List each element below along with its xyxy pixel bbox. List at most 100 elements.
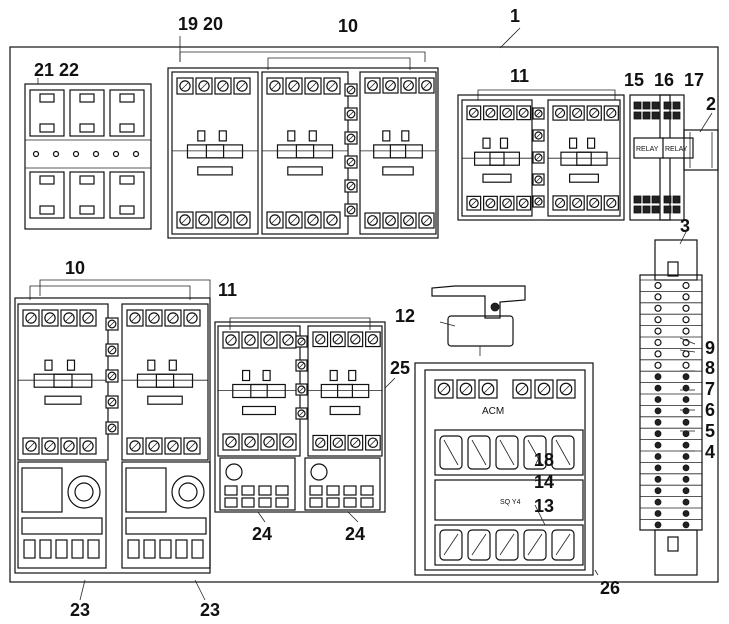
screw-terminal (418, 77, 435, 94)
screw-terminal (295, 407, 308, 420)
relay-label-1: RELAY (636, 146, 659, 153)
callout-16: 16 (654, 70, 674, 90)
callout-18: 18 (534, 450, 554, 470)
screw-terminal (214, 211, 232, 229)
small-relay (29, 89, 65, 137)
screw-terminal (556, 379, 576, 399)
small-relay (69, 89, 105, 137)
screw-terminal (222, 433, 240, 451)
screw-terminal (483, 105, 498, 121)
contactor (17, 303, 109, 461)
overload-relay (121, 461, 211, 569)
screw-terminal (323, 77, 341, 95)
callout-3: 3 (680, 216, 690, 236)
screw-terminal (176, 211, 194, 229)
screw-terminal (60, 309, 78, 327)
screw-terminal (344, 131, 358, 145)
screw-terminal (382, 212, 399, 229)
screw-terminal (41, 309, 59, 327)
contactor-group-11-bottom (214, 317, 386, 513)
plate-label: SQ Y4 (500, 499, 521, 506)
overload-relay (17, 461, 107, 569)
screw-terminal (164, 309, 182, 327)
callout-13: 13 (534, 496, 554, 516)
contactor (261, 71, 349, 235)
acm-label: ACM (482, 406, 504, 417)
screw-terminal (364, 212, 381, 229)
callout-23-left: 23 (70, 600, 90, 620)
screw-terminal (532, 107, 545, 120)
callout-6: 6 (705, 400, 715, 420)
callout-11-top: 11 (510, 66, 529, 86)
screw-terminal (266, 211, 284, 229)
screw-terminal (344, 155, 358, 169)
small-relay (69, 171, 105, 219)
screw-terminal (512, 379, 532, 399)
screw-terminal (304, 77, 322, 95)
timer-relay (219, 457, 296, 511)
screw-terminal (382, 77, 399, 94)
callout-17: 17 (684, 70, 704, 90)
callout-26: 26 (600, 578, 620, 598)
screw-terminal (466, 105, 482, 121)
small-relay (29, 171, 65, 219)
callout-11-bottom: 11 (218, 280, 237, 300)
screw-terminal (279, 433, 297, 451)
callout-7: 7 (705, 379, 715, 399)
screw-terminal (195, 77, 213, 95)
callout-24-left: 24 (252, 524, 272, 544)
contactor (307, 325, 383, 457)
screw-terminal (233, 77, 251, 95)
screw-terminal (603, 105, 619, 121)
screw-terminal (79, 437, 97, 455)
screw-terminal (312, 434, 329, 451)
screw-terminal (516, 195, 532, 211)
screw-terminal (183, 437, 201, 455)
callout-21-22: 21 22 (34, 60, 79, 80)
screw-terminal (266, 77, 284, 95)
relay-15-16: RELAY RELAY (629, 94, 694, 221)
screw-terminal (478, 379, 498, 399)
screw-terminal (586, 195, 602, 211)
callout-19-20: 19 20 (178, 14, 223, 34)
terminal-strip (639, 239, 703, 576)
screw-terminal (105, 421, 119, 435)
callout-14: 14 (534, 472, 554, 492)
contactor (547, 99, 621, 217)
contactor-group-10-bottom (14, 279, 211, 574)
screw-terminal (499, 105, 515, 121)
screw-terminal (241, 433, 259, 451)
screw-terminal (233, 211, 251, 229)
screw-terminal (552, 195, 568, 211)
screw-terminal (534, 379, 554, 399)
screw-terminal (145, 437, 163, 455)
screw-terminal (329, 331, 346, 348)
callout-9: 9 (705, 338, 715, 358)
screw-terminal (400, 77, 417, 94)
callout-24-right: 24 (345, 524, 365, 544)
callout-10-bottom: 10 (65, 258, 85, 278)
screw-terminal (285, 77, 303, 95)
screw-terminal (145, 309, 163, 327)
contactor (121, 303, 209, 461)
screw-terminal (329, 434, 346, 451)
screw-terminal (183, 309, 201, 327)
screw-terminal (164, 437, 182, 455)
screw-terminal (126, 437, 144, 455)
timer-relay (304, 457, 381, 511)
screw-terminal (285, 211, 303, 229)
screw-terminal (569, 195, 585, 211)
screw-terminal (364, 77, 381, 94)
screw-terminal (603, 195, 619, 211)
part-12-bracket (431, 285, 526, 356)
screw-terminal (344, 83, 358, 97)
screw-terminal (260, 433, 278, 451)
callout-5: 5 (705, 421, 715, 441)
screw-terminal (260, 331, 278, 349)
callout-1: 1 (510, 6, 520, 26)
callout-10-top: 10 (338, 16, 358, 36)
callout-2: 2 (706, 94, 716, 114)
screw-terminal (344, 107, 358, 121)
callout-23-right: 23 (200, 600, 220, 620)
